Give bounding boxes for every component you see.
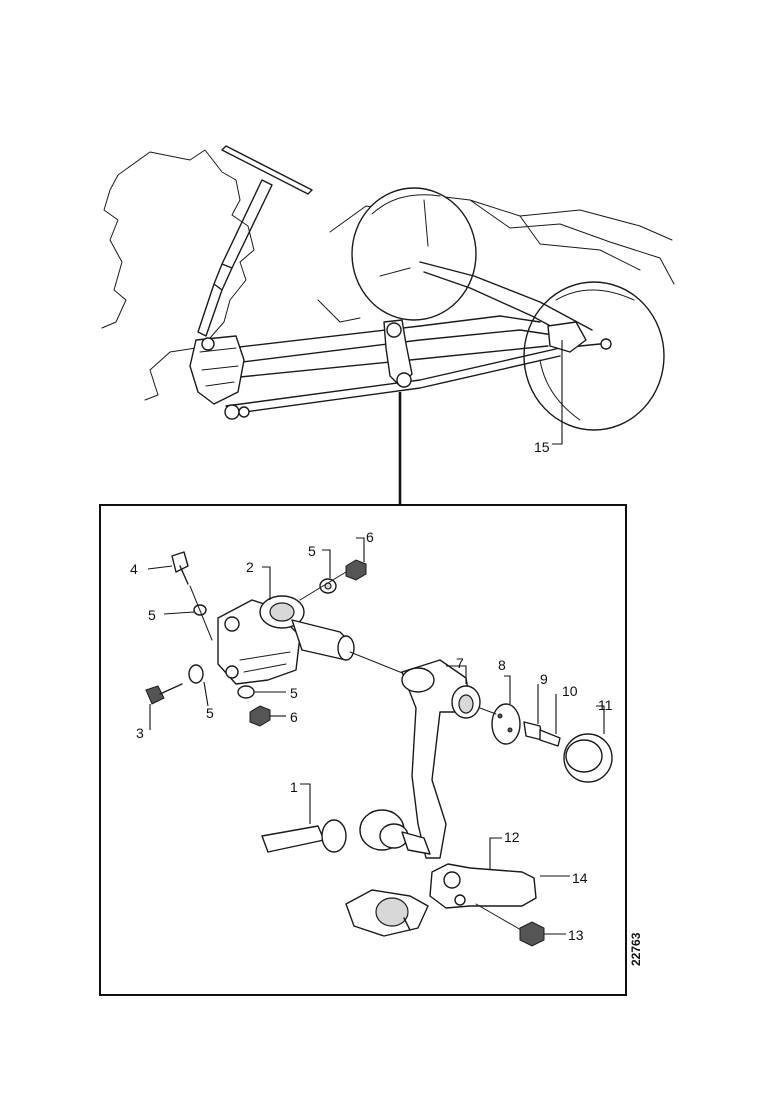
frame-rail [195,315,561,381]
center-pivot-bracket [383,319,413,388]
left-front-wheel [351,187,477,321]
cab-outline [101,149,255,401]
callout-8: 8 [498,657,506,673]
callout-6a: 6 [366,529,374,545]
callout-6b: 6 [290,709,298,725]
callout-1: 1 [290,779,298,795]
callout-2: 2 [246,559,254,575]
callout-5a: 5 [148,607,156,623]
callout-10: 10 [562,683,578,699]
steering-box-bracket [189,335,245,405]
tie-rod [225,343,601,415]
bushing-8 [491,675,521,745]
pivot-bracket-2 [217,566,355,685]
nut-6-lower [249,705,271,727]
callout-5d: 5 [290,685,298,701]
washer-5-lower-left [188,664,204,684]
callout-5b: 5 [308,543,316,559]
chassis-overview: 15 [101,145,675,455]
steering-column [197,179,273,337]
callout-15: 15 [534,439,550,455]
bolt-3 [145,683,183,730]
detail-exploded-view: 4 5 2 5 6 [130,529,613,947]
callout-5c: 5 [206,705,214,721]
callout-4: 4 [130,561,138,577]
bell-crank-arm-7 [401,659,481,859]
callout-14: 14 [572,870,588,886]
lower-ball-joint [345,889,429,937]
detail-frame [99,504,627,996]
bolt-4 [147,551,189,585]
lever-12 [429,837,537,909]
callout-13: 13 [568,927,584,943]
callout-7: 7 [456,655,464,671]
callout-9: 9 [540,671,548,687]
reference-number: 22763 [629,932,643,966]
bolt-10 [539,694,561,747]
nut-6-top [345,559,367,581]
drag-rod-1 [261,783,431,855]
right-knuckle [547,321,587,353]
callout-12: 12 [504,829,520,845]
washer-5-lower [237,685,255,699]
nut-13 [519,921,545,947]
cap-11 [563,705,613,783]
chassis-outline-right [317,193,675,323]
steering-wheel [221,145,313,195]
callout-3: 3 [136,725,144,741]
callout-11: 11 [598,697,613,713]
